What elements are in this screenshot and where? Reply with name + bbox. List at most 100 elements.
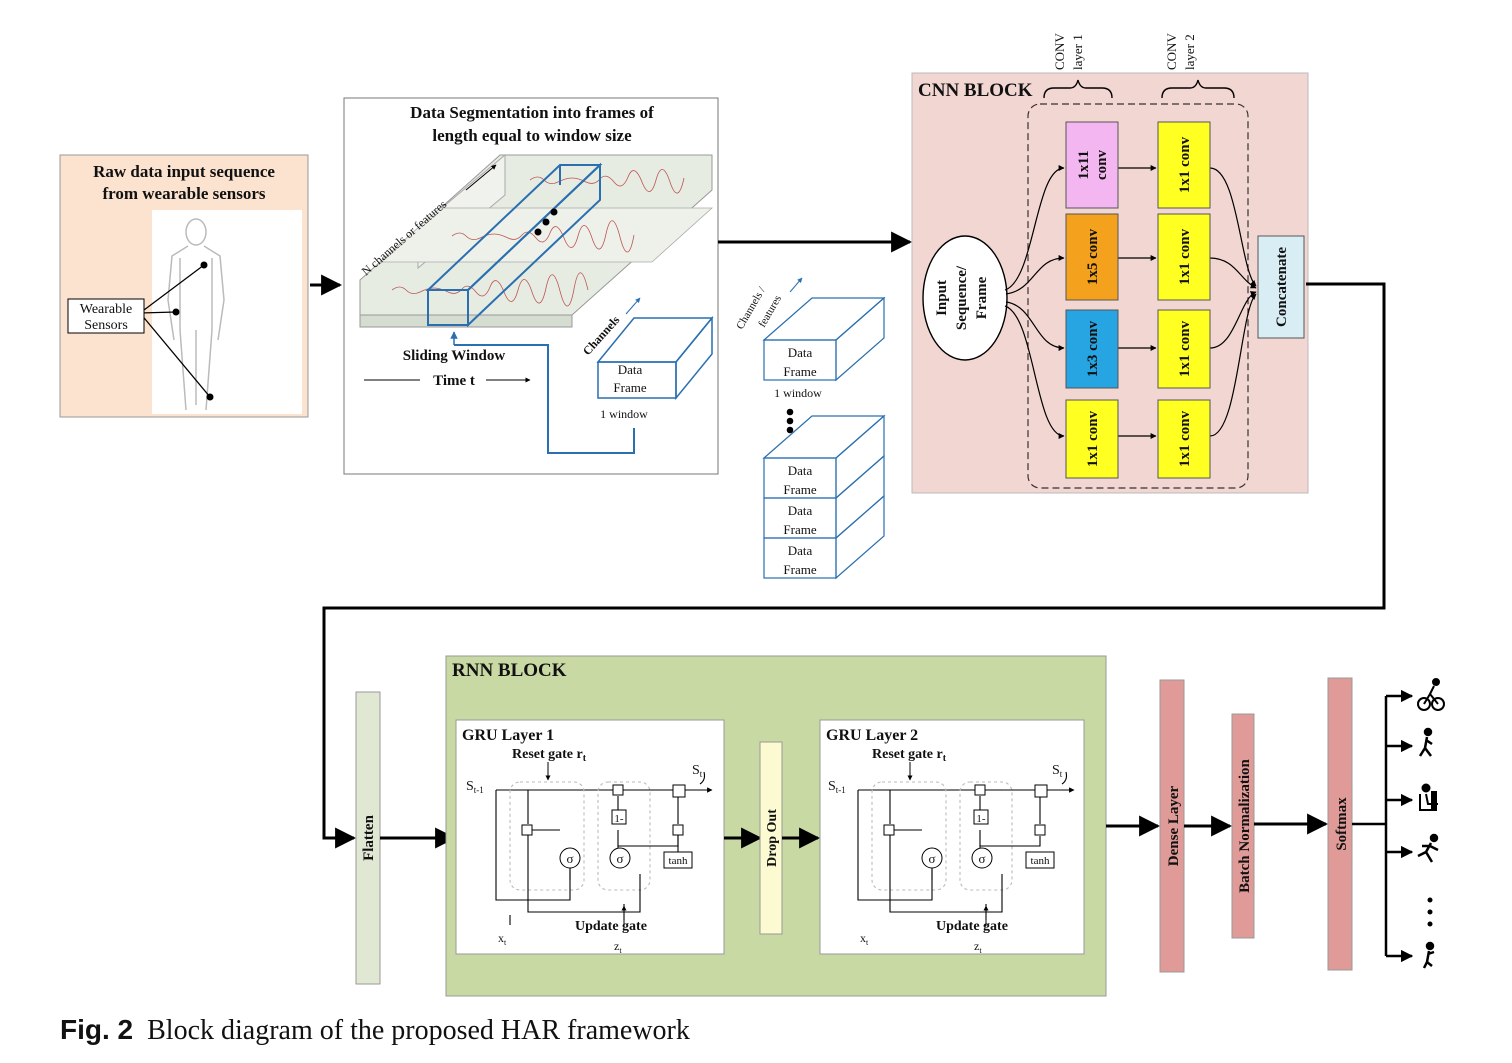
conv2-label-3: 1x1 conv: [1177, 320, 1193, 377]
frame-window-label: 1 window: [600, 407, 648, 421]
time-axis-label: Time t: [433, 373, 475, 389]
walking-icon: [1418, 727, 1433, 757]
gru2-s-prev: St-1: [828, 779, 846, 795]
conv-1x3-label: 1x3 conv: [1085, 320, 1101, 377]
signal-slabs: [359, 153, 714, 328]
gru2-one-minus: 1-: [976, 813, 986, 825]
conv-layer-1-label-2: layer 1: [1070, 34, 1085, 70]
conv2-box-2: [1157, 213, 1211, 301]
cnn-input-label-3: Frame: [974, 276, 990, 319]
gru-layer-2: GRU Layer 2 Reset gate rt St-1 St 1-: [819, 719, 1085, 955]
segmentation-panel: Data Segmentation into frames of length …: [343, 97, 719, 475]
sliding-window-box: [425, 162, 603, 328]
ellipsis: [1427, 897, 1433, 927]
conv-layer-2-label-1: CONV: [1164, 33, 1179, 70]
human-silhouette-icon: [167, 218, 225, 411]
sitting-icon: [1419, 783, 1438, 811]
stack-frame-2-frame: Frame: [783, 482, 816, 497]
conv-1x1-label-l1: 1x1 conv: [1085, 410, 1101, 467]
sliding-window-label: Sliding Window: [403, 348, 506, 364]
conv-layer-2-label-2: layer 2: [1182, 34, 1197, 70]
stack-frame-4-data: Data: [788, 543, 813, 558]
conv-layer-1-label-1: CONV: [1052, 33, 1067, 70]
stack-frame-2-data: Data: [788, 463, 813, 478]
softmax-label: Softmax: [1334, 797, 1350, 851]
single-data-frame: [596, 315, 714, 401]
gru1-title: GRU Layer 1: [462, 727, 554, 744]
conv2-box-3: [1157, 309, 1211, 389]
figure-label: Fig. 2: [60, 1014, 134, 1045]
dropout-label: Drop Out: [765, 809, 780, 867]
conv-1x1-box-l1: [1065, 399, 1119, 479]
gru-layer-1: GRU Layer 1 Reset gate rt St-1 St: [455, 719, 725, 955]
conv2-label-4: 1x1 conv: [1177, 410, 1193, 467]
flatten-label: Flatten: [361, 814, 377, 860]
stack-frame-3-frame: Frame: [783, 522, 816, 537]
running-icon: [1417, 833, 1439, 863]
conv-1x5-box: [1065, 213, 1119, 301]
figure-caption: Fig. 2 Block diagram of the proposed HAR …: [60, 1014, 690, 1047]
gru1-s-prev: St-1: [466, 779, 484, 795]
wearable-label-1: Wearable: [80, 302, 133, 317]
stack-frame-1-frame: Frame: [783, 364, 816, 379]
gru1-x: xt: [498, 931, 507, 947]
gru1-one-minus: 1-: [614, 813, 624, 825]
segmentation-title-2: length equal to window size: [432, 126, 632, 145]
conv2-box-1: [1157, 121, 1211, 209]
gru2-x: xt: [860, 931, 869, 947]
segmentation-title-1: Data Segmentation into frames of: [410, 103, 654, 122]
rnn-block-title: RNN BLOCK: [452, 660, 567, 681]
batchnorm-label: Batch Normalization: [1237, 758, 1253, 892]
standing-icon: [1422, 941, 1435, 969]
cnn-block: CNN BLOCK CONV layer 1 CONV layer 2 Inpu…: [911, 33, 1309, 494]
conv-1x11-box: [1065, 121, 1119, 209]
output-branches: [1352, 689, 1414, 963]
raw-input-panel: Raw data input sequence from wearable se…: [59, 154, 309, 418]
gru1-update-gate: Update gate: [575, 919, 647, 934]
flatten-bar: [355, 691, 381, 985]
conv-1x11-label-2: conv: [1094, 150, 1110, 181]
raw-input-title-1: Raw data input sequence: [93, 162, 275, 181]
gru2-update-gate: Update gate: [936, 919, 1008, 934]
dense-label: Dense Layer: [1166, 785, 1182, 866]
stack-window-label: 1 window: [774, 386, 822, 400]
cnn-block-title: CNN BLOCK: [918, 80, 1033, 101]
gru2-reset-gate: Reset gate rt: [872, 747, 947, 764]
gru2-z: zt: [974, 939, 982, 955]
gru1-z: zt: [614, 939, 622, 955]
concatenate-label: Concatenate: [1274, 247, 1290, 327]
conv2-label-1: 1x1 conv: [1177, 136, 1193, 193]
cnn-input-label-2: Sequence/: [954, 265, 970, 330]
frame-frame-label: Frame: [613, 380, 646, 395]
stack-frame-1-data: Data: [788, 345, 813, 360]
conv-1x11-label-1: 1x11: [1076, 150, 1092, 179]
gru1-s-out: St: [692, 763, 703, 779]
figure-caption-text: Block diagram of the proposed HAR framew…: [147, 1015, 690, 1046]
gru1-tanh: tanh: [669, 855, 688, 867]
conv2-box-4: [1157, 399, 1211, 479]
gru1-reset-gate: Reset gate rt: [512, 747, 587, 764]
stack-frame-4-frame: Frame: [783, 562, 816, 577]
conv-1x5-label: 1x5 conv: [1085, 228, 1101, 285]
gru2-tanh: tanh: [1031, 855, 1050, 867]
conv2-label-2: 1x1 conv: [1177, 228, 1193, 285]
cnn-input-label-1: Input: [934, 280, 950, 316]
gru2-sigma-2: σ: [978, 851, 985, 866]
frames-stack: Channels / features Data Frame 1 window …: [734, 277, 886, 580]
gru2-sigma-1: σ: [928, 851, 935, 866]
raw-input-title-2: from wearable sensors: [102, 184, 265, 203]
concatenate-box: [1257, 235, 1305, 339]
frame-data-label: Data: [618, 362, 643, 377]
gru2-title: GRU Layer 2: [826, 727, 918, 744]
gru1-sigma-2: σ: [616, 851, 623, 866]
dense-bar: [1159, 679, 1185, 973]
arrow-cnn-to-flatten: [322, 282, 1386, 849]
stack-frame-3-data: Data: [788, 503, 813, 518]
conv-1x3-box: [1065, 309, 1119, 389]
cycling-icon: [1417, 678, 1445, 711]
gru1-sigma-1: σ: [566, 851, 573, 866]
gru2-s-out: St: [1052, 763, 1063, 779]
wearable-label-2: Sensors: [84, 318, 128, 333]
batchnorm-bar: [1231, 713, 1255, 939]
